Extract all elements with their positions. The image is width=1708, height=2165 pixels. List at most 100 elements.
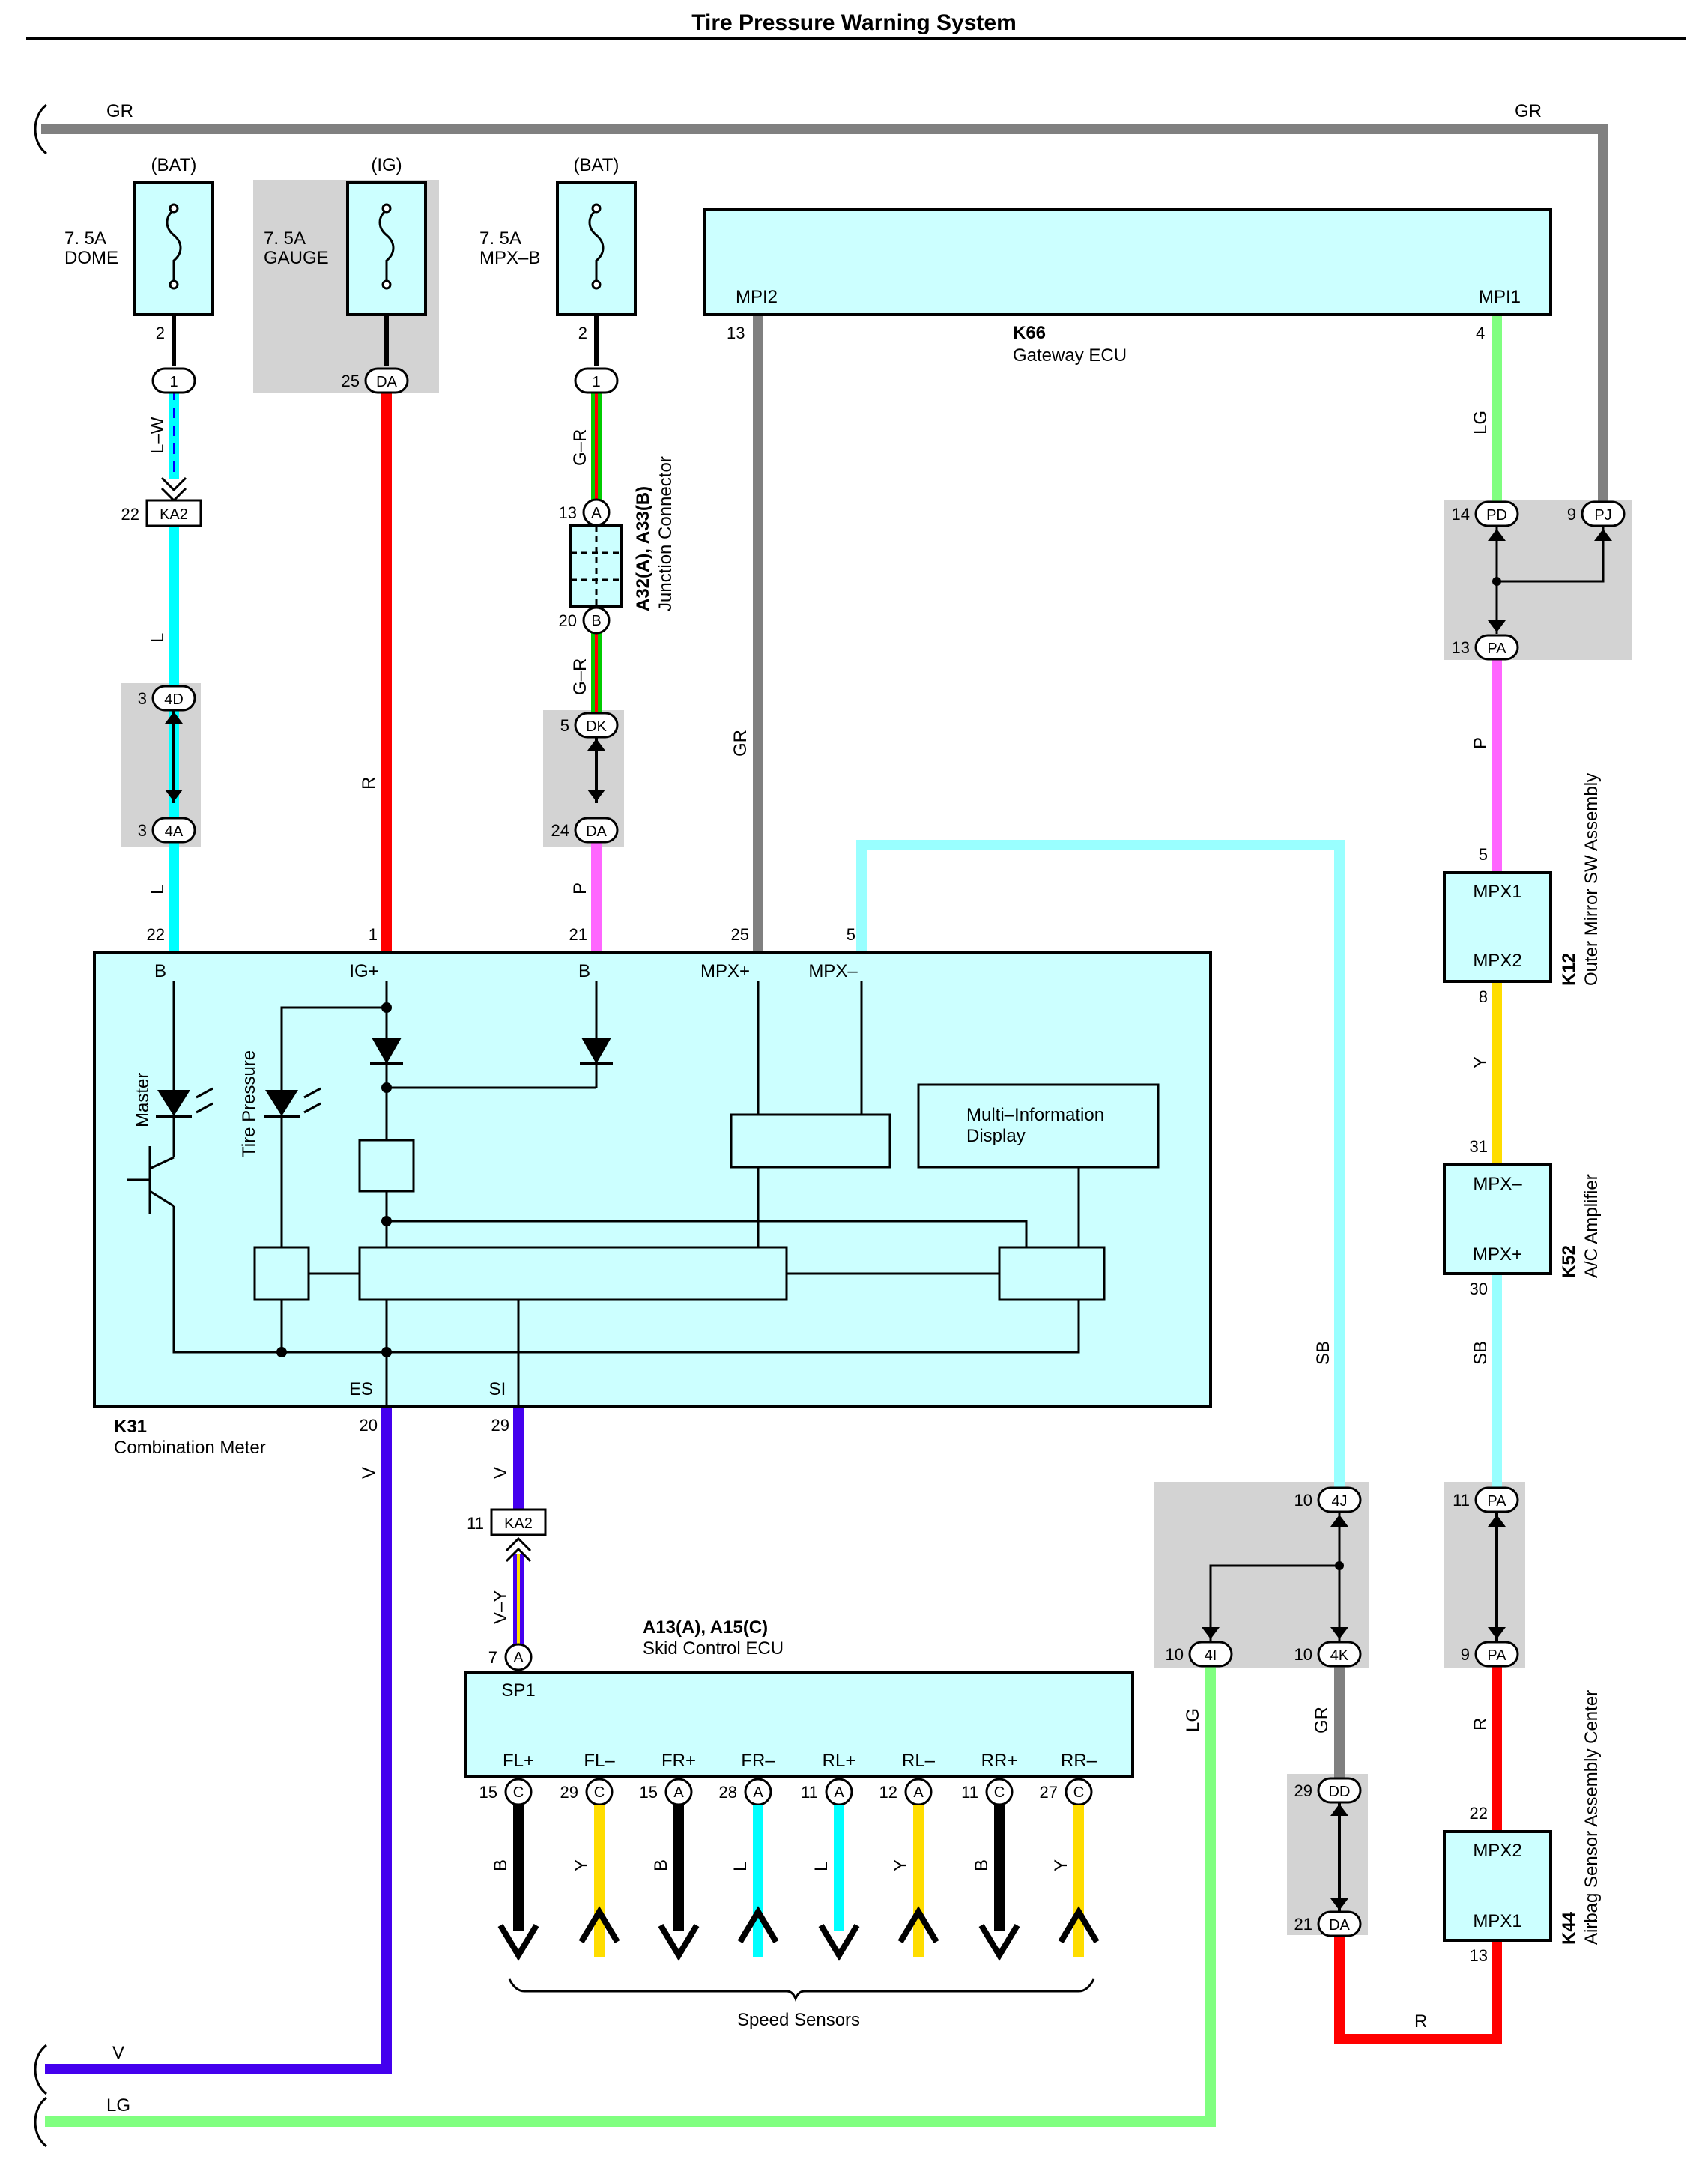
svg-text:14: 14 (1452, 505, 1470, 524)
svg-text:B: B (651, 1859, 671, 1871)
svg-text:7. 5A: 7. 5A (264, 228, 306, 249)
svg-text:(IG): (IG) (371, 155, 402, 175)
svg-text:FL+: FL+ (503, 1751, 534, 1771)
svg-text:(BAT): (BAT) (574, 155, 620, 175)
svg-text:ES: ES (349, 1379, 373, 1399)
svg-text:2: 2 (156, 324, 165, 342)
skid-pin-fr-minus: FR– A 28 L (719, 1751, 779, 1957)
svg-text:LG: LG (1183, 1708, 1203, 1732)
svg-text:MPI2: MPI2 (736, 287, 778, 307)
svg-text:5: 5 (560, 716, 569, 735)
svg-text:13: 13 (1470, 1946, 1488, 1965)
svg-text:C: C (1073, 1784, 1084, 1801)
junction-connector: A 13 B 20 A32(A), A33(B) Junction Connec… (559, 456, 676, 635)
svg-text:V: V (112, 2043, 124, 2063)
svg-text:7: 7 (488, 1648, 497, 1667)
svg-text:SI: SI (489, 1379, 506, 1399)
svg-text:3: 3 (138, 821, 147, 840)
svg-text:K66: K66 (1013, 323, 1046, 343)
svg-text:RL+: RL+ (823, 1751, 856, 1771)
svg-text:A13(A), A15(C): A13(A), A15(C) (643, 1617, 768, 1638)
svg-text:L–W: L–W (148, 417, 168, 454)
svg-text:7. 5A: 7. 5A (479, 228, 521, 249)
connector-pd-pj-pa: PD 14 PJ 9 PA 13 (1452, 500, 1626, 661)
svg-text:10: 10 (1294, 1645, 1312, 1664)
break-marks (34, 103, 47, 2148)
svg-text:31: 31 (1470, 1137, 1488, 1156)
outer-mirror-sw: 5 MPX1 MPX2 8 K12 Outer Mirror SW Assemb… (1443, 773, 1602, 1006)
fuse-mpx-b: (BAT) 7. 5A MPX–B 2 (479, 155, 637, 366)
svg-text:DA: DA (586, 823, 607, 840)
svg-text:GR: GR (106, 101, 133, 121)
svg-text:A: A (834, 1784, 844, 1801)
svg-text:PJ: PJ (1594, 507, 1611, 524)
svg-text:A32(A), A33(B): A32(A), A33(B) (633, 486, 653, 611)
svg-text:FR+: FR+ (661, 1751, 696, 1771)
svg-text:4: 4 (1476, 324, 1485, 342)
diagram-title: Tire Pressure Warning System (691, 10, 1017, 35)
svg-text:A: A (591, 505, 602, 521)
svg-text:MPX1: MPX1 (1473, 1911, 1521, 1931)
svg-text:Skid Control ECU: Skid Control ECU (643, 1638, 784, 1659)
svg-text:11: 11 (961, 1783, 978, 1802)
svg-text:11: 11 (1453, 1491, 1470, 1510)
svg-text:V: V (491, 1467, 511, 1479)
svg-text:30: 30 (1470, 1280, 1488, 1298)
svg-text:4I: 4I (1205, 1647, 1217, 1664)
svg-text:9: 9 (1567, 505, 1576, 524)
svg-text:21: 21 (1294, 1915, 1312, 1934)
svg-text:G–R: G–R (570, 658, 590, 695)
svg-text:Display: Display (966, 1126, 1026, 1146)
connector-4j-4i-4k: 4J 10 4I 10 4K 10 (1166, 1486, 1362, 1668)
svg-text:L: L (730, 1862, 751, 1871)
svg-text:MPX–B: MPX–B (479, 248, 540, 268)
svg-text:B: B (972, 1859, 992, 1871)
skid-pin-fl-minus: FL– C 29 Y (560, 1751, 620, 1957)
wire-lg-bottom (45, 1665, 1216, 2127)
svg-text:B: B (591, 613, 601, 629)
svg-text:13: 13 (559, 503, 577, 522)
svg-text:20: 20 (360, 1416, 378, 1435)
svg-text:22: 22 (147, 925, 165, 944)
svg-text:29: 29 (491, 1416, 509, 1435)
svg-text:A/C Amplifier: A/C Amplifier (1581, 1174, 1602, 1278)
svg-text:MPX+: MPX+ (700, 961, 750, 981)
svg-text:B: B (154, 961, 166, 981)
wire-r-loop (1334, 1934, 1502, 2044)
svg-text:25: 25 (731, 925, 749, 944)
skid-pin-rr-plus: RR+ C 11 B (961, 1751, 1020, 1961)
connector-dd-da: DD 29 DA 21 (1294, 1777, 1362, 1937)
svg-text:GR: GR (1515, 101, 1542, 121)
svg-text:1: 1 (169, 374, 178, 390)
svg-text:C: C (994, 1784, 1005, 1801)
svg-text:5: 5 (847, 925, 855, 944)
skid-pin-rl-minus: RL– A 12 Y (879, 1751, 939, 1957)
svg-text:13: 13 (727, 324, 745, 342)
svg-text:P: P (1471, 737, 1491, 749)
wire-sb-mpx (856, 840, 1345, 1487)
svg-text:Y: Y (572, 1859, 592, 1871)
svg-text:GAUGE: GAUGE (264, 248, 329, 268)
svg-text:PA: PA (1487, 1493, 1506, 1510)
svg-text:GR: GR (1312, 1707, 1332, 1733)
wire-v-es (45, 1407, 392, 2074)
connector-4d-4a: 4D 3 4A 3 (138, 685, 196, 844)
svg-text:PA: PA (1487, 1647, 1506, 1664)
svg-text:K52: K52 (1559, 1245, 1579, 1278)
svg-text:V–Y: V–Y (491, 1590, 511, 1624)
svg-text:DD: DD (1329, 1784, 1351, 1800)
svg-text:PD: PD (1486, 507, 1507, 524)
svg-text:7. 5A: 7. 5A (64, 228, 106, 249)
svg-text:PA: PA (1487, 641, 1506, 657)
skid-pin-fr-plus: FR+ A 15 B (640, 1751, 700, 1961)
svg-text:P: P (570, 882, 590, 894)
svg-text:LG: LG (106, 2095, 130, 2116)
svg-text:K44: K44 (1559, 1911, 1579, 1945)
svg-text:MPX–: MPX– (1473, 1174, 1522, 1194)
svg-text:3: 3 (138, 689, 147, 708)
svg-text:5: 5 (1479, 845, 1488, 864)
svg-text:22: 22 (1470, 1804, 1488, 1823)
connector-ka2-top: KA2 22 (121, 476, 202, 527)
svg-text:4A: 4A (165, 823, 184, 840)
